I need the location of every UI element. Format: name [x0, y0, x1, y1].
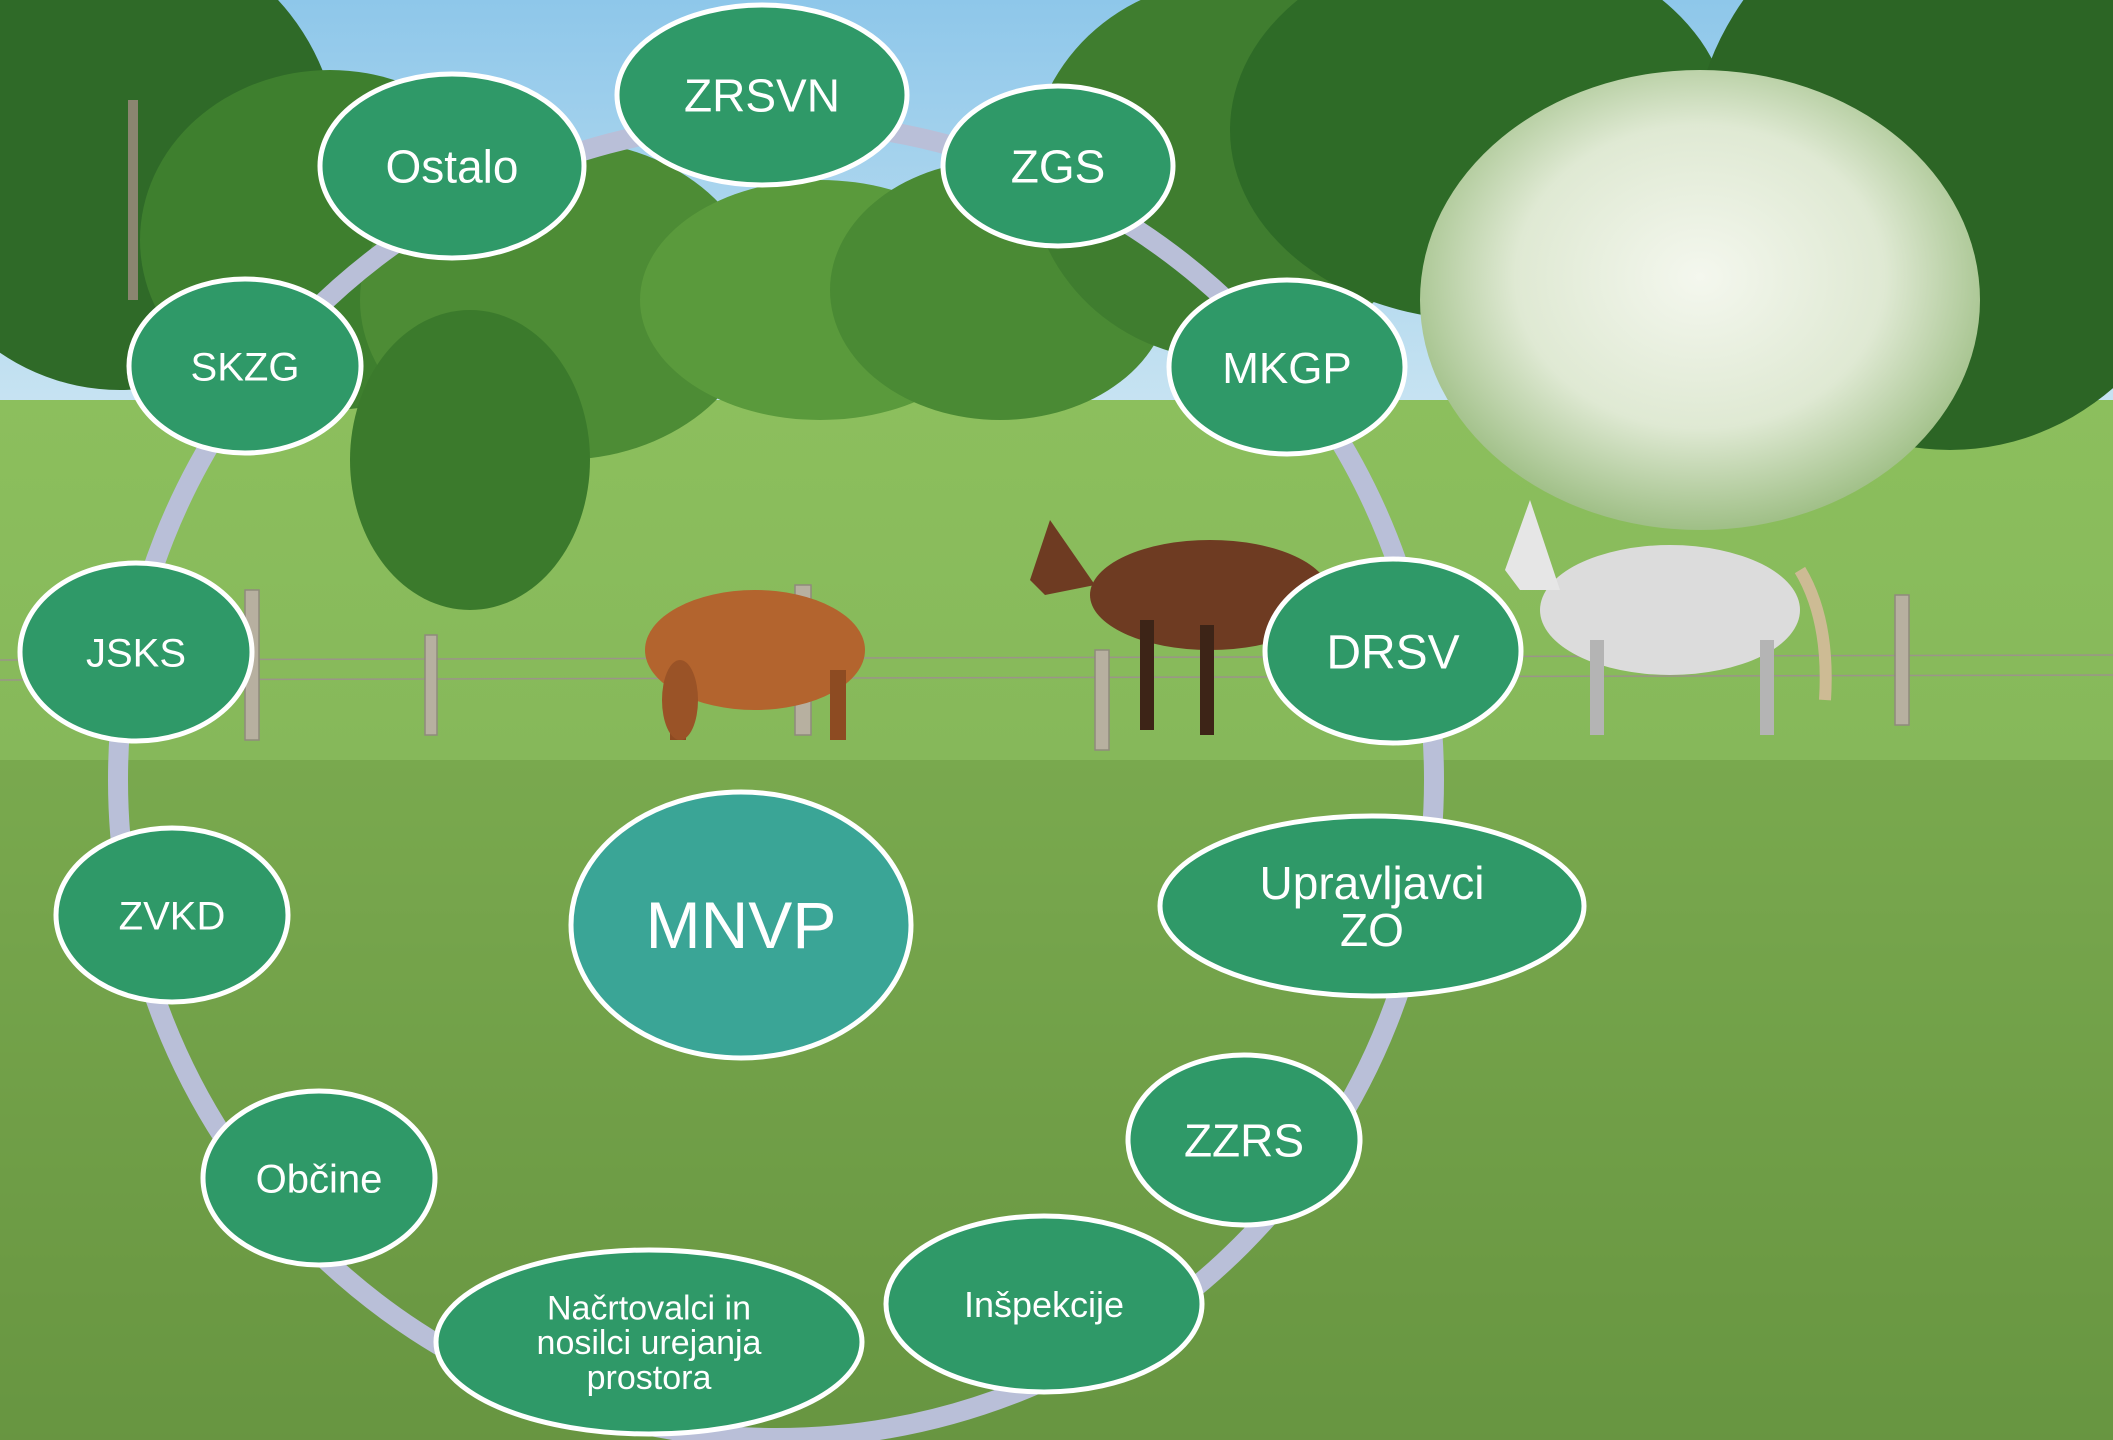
- node-label-upravljavci-zo-line-1: Upravljavci: [1260, 857, 1485, 909]
- center-node: MNVP: [568, 789, 914, 1061]
- node-ellipse-nacrtovalci: [433, 1247, 865, 1437]
- node-inspekcije: Inšpekcije: [883, 1213, 1205, 1395]
- node-ellipse-drsv: [1262, 556, 1524, 746]
- node-label-ostalo: Ostalo: [386, 141, 519, 193]
- node-label-nacrtovalci-line-1: Načrtovalci in: [547, 1290, 751, 1328]
- node-jsks: JSKS: [17, 560, 255, 744]
- node-drsv: DRSV: [1262, 556, 1524, 746]
- node-ostalo: Ostalo: [317, 71, 587, 261]
- node-label-drsv: DRSV: [1326, 626, 1459, 679]
- node-mkgp: MKGP: [1166, 277, 1408, 457]
- node-label-zgs: ZGS: [1011, 141, 1106, 193]
- node-label-skzg: SKZG: [191, 345, 300, 389]
- node-label-mkgp: MKGP: [1222, 344, 1352, 393]
- node-ellipse-zzrs: [1125, 1052, 1363, 1228]
- bare-tree-trunk: [128, 100, 138, 300]
- node-label-nacrtovalci-line-2: nosilci urejanja: [537, 1324, 762, 1362]
- horse-grey: [1505, 500, 1832, 735]
- node-ellipse-zgs: [940, 83, 1176, 249]
- horse-chestnut: [645, 590, 865, 740]
- node-zrsvn: ZRSVN: [614, 2, 910, 188]
- node-label-zzrs: ZZRS: [1184, 1115, 1304, 1167]
- node-zzrs: ZZRS: [1125, 1052, 1363, 1228]
- node-obcine: Občine: [200, 1088, 438, 1268]
- node-ellipse-inspekcije: [883, 1213, 1205, 1395]
- node-label-inspekcije: Inšpekcije: [964, 1284, 1124, 1325]
- flowering-tree: [1420, 70, 1980, 530]
- node-skzg: SKZG: [126, 276, 364, 456]
- center-label: MNVP: [646, 888, 837, 962]
- center-ellipse: [568, 789, 914, 1061]
- node-ellipse-zrsvn: [614, 2, 910, 188]
- node-label-zrsvn: ZRSVN: [684, 70, 840, 122]
- node-ellipse-upravljavci-zo: [1157, 813, 1587, 999]
- node-zgs: ZGS: [940, 83, 1176, 249]
- node-ellipse-mkgp: [1166, 277, 1408, 457]
- node-label-jsks: JSKS: [86, 631, 186, 675]
- node-ellipse-obcine: [200, 1088, 438, 1268]
- node-ellipse-ostalo: [317, 71, 587, 261]
- node-ellipse-jsks: [17, 560, 255, 744]
- node-label-upravljavci-zo-line-2: ZO: [1340, 904, 1404, 956]
- node-label-zvkd: ZVKD: [119, 894, 226, 938]
- node-ellipse-skzg: [126, 276, 364, 456]
- node-zvkd: ZVKD: [53, 825, 291, 1005]
- node-ellipse-zvkd: [53, 825, 291, 1005]
- node-label-obcine: Občine: [256, 1157, 383, 1201]
- node-label-nacrtovalci-line-3: prostora: [587, 1359, 712, 1397]
